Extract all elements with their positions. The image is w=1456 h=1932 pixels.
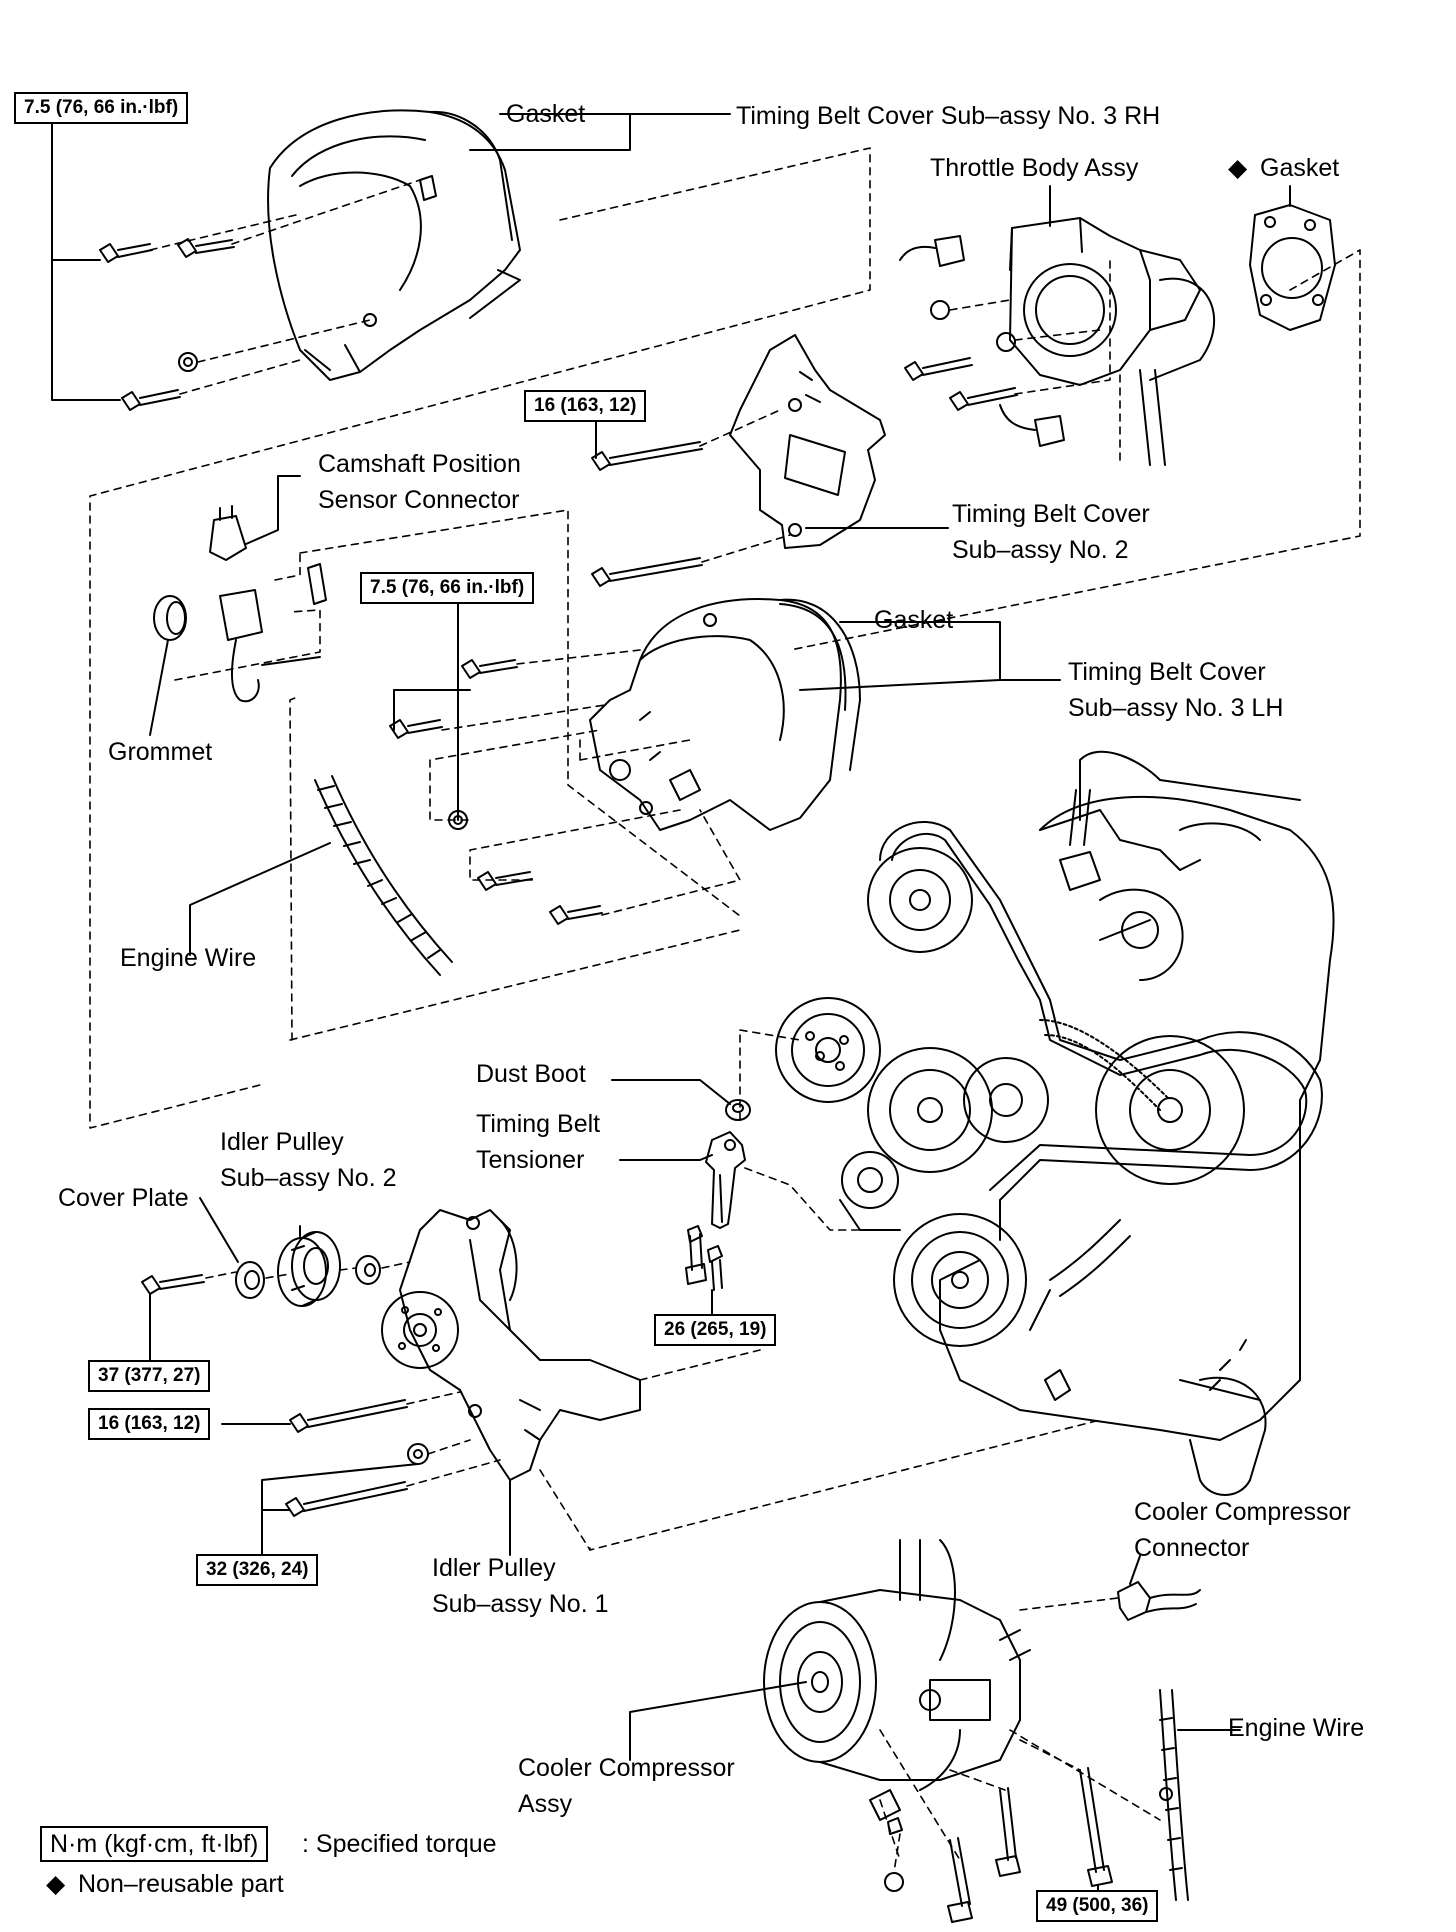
idler-pulley-2-part [277, 1231, 341, 1307]
torque-box-idler-1-lower: 32 (326, 24) [196, 1554, 319, 1586]
idler-pulley-1-part [381, 1209, 641, 1481]
spacer-part [355, 1255, 381, 1285]
camshaft-sensor-connector-part [209, 505, 327, 703]
engine-wire-bottom-part [1159, 1689, 1189, 1901]
torque-box-tbc3rh: 7.5 (76, 66 in.·lbf) [14, 92, 189, 124]
bolts-compressor [884, 1767, 1113, 1923]
label-tensioner-line1: Timing Belt [476, 1110, 601, 1138]
label-cooler-assy-line1: Cooler Compressor [518, 1754, 735, 1782]
torque-box-idler-2: 37 (377, 27) [88, 1360, 211, 1392]
torque-box-idler-1-upper: 16 (163, 12) [88, 1408, 211, 1440]
engine-wire-part [314, 775, 453, 976]
label-engine-wire-1: Engine Wire [120, 944, 257, 972]
nonreusable-marker-gasket: ◆ [1228, 154, 1248, 182]
torque-box-tbc2: 16 (163, 12) [524, 390, 647, 422]
label-engine-wire-2: Engine Wire [1228, 1714, 1365, 1742]
cooler-compressor-part [763, 1539, 1031, 1821]
throttle-body-part [899, 217, 1216, 466]
timing-belt-cover-2-part [591, 334, 886, 587]
dust-boot-part [725, 1099, 751, 1121]
label-timing-belt-cover-2-line1: Timing Belt Cover [952, 500, 1150, 528]
label-camshaft-sensor-1: Camshaft Position [318, 450, 521, 478]
engine-block-part [775, 750, 1335, 1496]
label-timing-belt-cover-2-line2: Sub–assy No. 2 [952, 536, 1129, 564]
torque-box-tensioner: 26 (265, 19) [654, 1314, 777, 1346]
grommet-part [153, 595, 187, 641]
legend-torque-text: : Specified torque [302, 1830, 497, 1858]
bolts-tbc3lh [389, 659, 603, 925]
label-cooler-connector-line2: Connector [1134, 1534, 1250, 1562]
label-camshaft-sensor-2: Sensor Connector [318, 486, 520, 514]
label-tensioner-line2: Tensioner [476, 1146, 585, 1174]
bolts-tbc3rh [99, 238, 235, 411]
label-idler-pulley-1-line2: Sub–assy No. 1 [432, 1590, 609, 1618]
label-cover-plate: Cover Plate [58, 1184, 189, 1212]
label-gasket-top: Gasket [506, 100, 586, 128]
label-timing-belt-cover-3lh-line2: Sub–assy No. 3 LH [1068, 694, 1284, 722]
torque-box-tbc3lh: 7.5 (76, 66 in.·lbf) [360, 572, 535, 604]
label-gasket-throttle: Gasket [1260, 154, 1340, 182]
label-idler-pulley-2-line2: Sub–assy No. 2 [220, 1164, 397, 1192]
timing-belt-cover-3lh-part [589, 598, 861, 831]
label-dust-boot: Dust Boot [476, 1060, 586, 1088]
label-idler-pulley-2-line1: Idler Pulley [220, 1128, 344, 1156]
cooler-compressor-connector-part [1117, 1581, 1201, 1621]
label-gasket-mid: Gasket [874, 606, 954, 634]
legend-nonreusable-marker: ◆ [46, 1870, 66, 1898]
legend-nonreusable-text: Non–reusable part [78, 1870, 284, 1898]
timing-belt-tensioner-part [685, 1131, 746, 1291]
label-throttle-body: Throttle Body Assy [930, 154, 1139, 182]
label-idler-pulley-1-line1: Idler Pulley [432, 1554, 556, 1582]
timing-belt-cover-3rh-part [267, 109, 521, 381]
label-timing-belt-cover-3rh: Timing Belt Cover Sub–assy No. 3 RH [736, 102, 1161, 130]
cover-plate-part [235, 1261, 265, 1299]
torque-box-compressor: 49 (500, 36) [1036, 1890, 1159, 1922]
legend-torque-box: N·m (kgf·cm, ft·lbf) [40, 1826, 269, 1862]
label-grommet: Grommet [108, 738, 213, 766]
gasket-throttle-part [1249, 204, 1336, 331]
label-cooler-connector-line1: Cooler Compressor [1134, 1498, 1351, 1526]
label-cooler-assy-line2: Assy [518, 1790, 573, 1818]
label-timing-belt-cover-3lh-line1: Timing Belt Cover [1068, 658, 1266, 686]
bolts-idler-1 [285, 1399, 429, 1517]
